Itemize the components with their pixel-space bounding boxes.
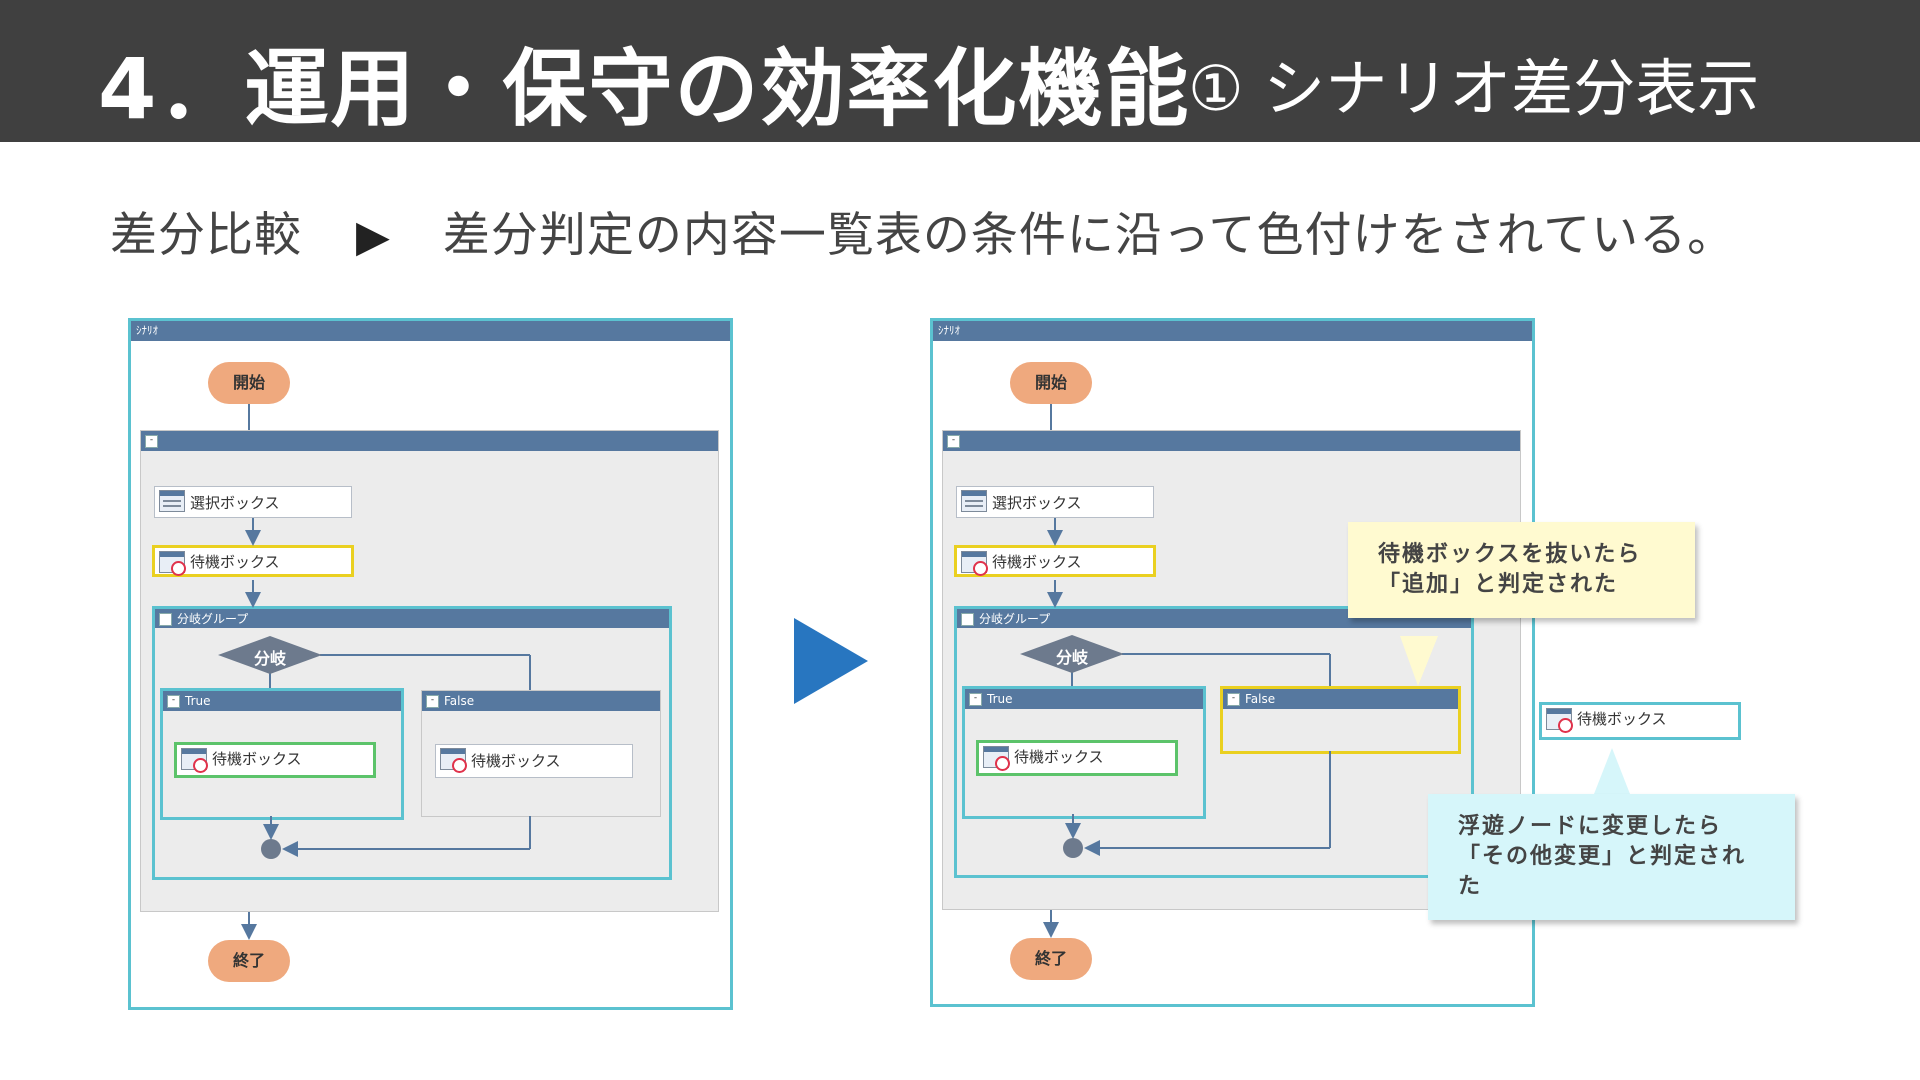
description-line: 差分比較 ▶ 差分判定の内容一覧表の条件に沿って色付けをされている。 bbox=[110, 196, 1735, 265]
left-true-wait-box-changed[interactable]: 待機ボックス bbox=[174, 742, 376, 778]
left-false-wait-box[interactable]: 待機ボックス bbox=[435, 744, 633, 778]
wait-box-icon bbox=[961, 551, 988, 576]
left-end-node[interactable]: 終了 bbox=[208, 940, 290, 982]
right-wait-box-added[interactable]: 待機ボックス bbox=[954, 545, 1156, 577]
wait-box-icon bbox=[983, 746, 1010, 771]
right-join-node bbox=[1063, 838, 1083, 858]
page-title: 4．運用・保守の効率化機能 bbox=[98, 40, 1191, 138]
other-change-callout: 浮遊ノードに変更したら「その他変更」と判定された bbox=[1428, 794, 1795, 920]
left-start-node[interactable]: 開始 bbox=[208, 362, 290, 404]
floating-wait-box[interactable]: 待機ボックス bbox=[1539, 702, 1741, 740]
description-text: 差分判定の内容一覧表の条件に沿って色付けをされている。 bbox=[442, 208, 1736, 263]
select-box-icon bbox=[159, 490, 185, 512]
collapse-icon[interactable] bbox=[159, 613, 172, 626]
wait-box-icon bbox=[440, 748, 467, 773]
wait-box-icon bbox=[1546, 708, 1573, 733]
description-label: 差分比較 bbox=[110, 208, 302, 263]
collapse-icon[interactable]: - bbox=[145, 435, 158, 448]
header-bar: 4．運用・保守の効率化機能 ① シナリオ差分表示 bbox=[0, 0, 1920, 142]
right-false-branch-added: - False bbox=[1220, 686, 1461, 754]
select-box-icon bbox=[961, 490, 987, 512]
left-join-node bbox=[261, 839, 281, 859]
left-scenario-label: ｼﾅﾘｵ bbox=[131, 321, 730, 341]
collapse-icon[interactable]: - bbox=[167, 695, 180, 708]
play-arrow-icon: ▶ bbox=[356, 211, 391, 262]
wait-box-icon bbox=[159, 551, 186, 576]
added-callout: 待機ボックスを抜いたら「追加」と判定された bbox=[1348, 522, 1695, 618]
right-scenario-label: ｼﾅﾘｵ bbox=[933, 321, 1532, 341]
collapse-icon[interactable]: - bbox=[426, 695, 439, 708]
collapse-icon[interactable] bbox=[961, 613, 974, 626]
collapse-icon[interactable]: - bbox=[969, 693, 982, 706]
page-subtitle: ① シナリオ差分表示 bbox=[1188, 52, 1760, 125]
right-start-node[interactable]: 開始 bbox=[1010, 362, 1092, 404]
right-branch-label: 分岐 bbox=[1056, 648, 1089, 667]
right-true-wait-box-changed[interactable]: 待機ボックス bbox=[976, 740, 1178, 776]
collapse-icon[interactable]: - bbox=[947, 435, 960, 448]
left-branch-label: 分岐 bbox=[254, 649, 287, 668]
right-select-box[interactable]: 選択ボックス bbox=[956, 486, 1154, 518]
wait-box-icon bbox=[181, 748, 208, 773]
big-arrow-icon bbox=[794, 618, 868, 704]
right-end-node[interactable]: 終了 bbox=[1010, 938, 1092, 980]
collapse-icon[interactable]: - bbox=[1227, 693, 1240, 706]
left-select-box[interactable]: 選択ボックス bbox=[154, 486, 352, 518]
left-wait-box-added[interactable]: 待機ボックス bbox=[152, 545, 354, 577]
